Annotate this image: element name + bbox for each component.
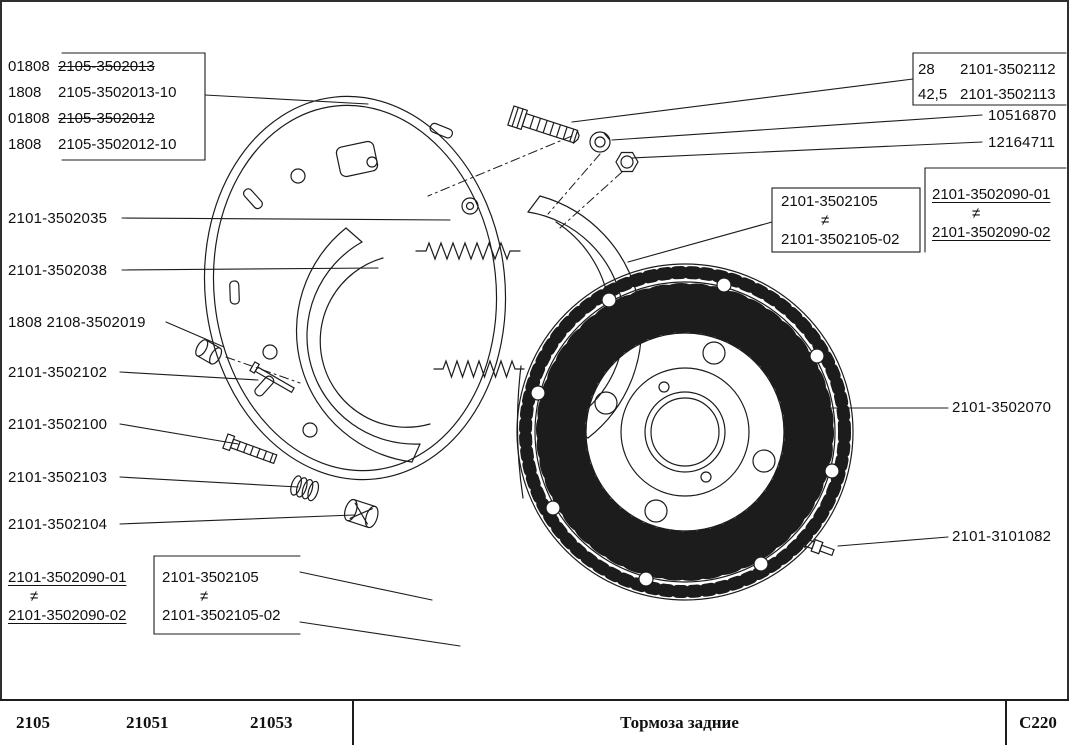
alt-group-3502105-right: 2101-3502105 ≠ 2101-3502105-02 bbox=[781, 192, 899, 249]
model-number: 21053 bbox=[250, 713, 293, 732]
label-2101-3502035: 2101-3502035 bbox=[8, 210, 108, 227]
label-2101-3502100: 2101-3502100 bbox=[8, 416, 108, 433]
part-row: 01808 2105-3502013 bbox=[8, 54, 176, 80]
part-number: 2101-3502105 bbox=[162, 569, 259, 586]
bleeder-valve-shape bbox=[796, 537, 835, 557]
label-2101-3502070: 2101-3502070 bbox=[952, 399, 1052, 416]
label-12164711: 12164711 bbox=[988, 134, 1056, 151]
part-number: 2105-3502012-10 bbox=[58, 136, 177, 153]
label-2101-3502038: 2101-3502038 bbox=[8, 262, 108, 279]
lower-return-spring-shape bbox=[433, 359, 525, 379]
qty-value: 1808 bbox=[8, 136, 42, 153]
brake-drum-shape bbox=[516, 263, 854, 601]
guide-pin-shape bbox=[249, 361, 295, 394]
qty-value: 1808 bbox=[8, 84, 42, 101]
footer-models-cell: 2105 21051 21053 bbox=[0, 701, 354, 745]
variants-block-top-left: 01808 2105-3502013 1808 2105-3502013-10 01… bbox=[8, 54, 176, 158]
model-number: 21051 bbox=[126, 713, 169, 732]
part-number: 2101-3502090-01 bbox=[8, 569, 127, 586]
part-number: 2105-3502013-10 bbox=[58, 84, 177, 101]
label-2101-3502103: 2101-3502103 bbox=[8, 469, 108, 486]
callout-brackets bbox=[61, 52, 1067, 635]
hold-down-spring-shape bbox=[290, 475, 320, 502]
part-row: 42,5 2101-3502113 bbox=[918, 82, 1056, 107]
footer-table: 2105 21051 21053 Тормоза задние C220 bbox=[0, 699, 1069, 745]
part-row: 1808 2105-3502012-10 bbox=[8, 132, 176, 158]
shoe-guide-bushing-shape bbox=[195, 339, 223, 365]
not-equal-sign: ≠ bbox=[30, 588, 39, 605]
page-title: Тормоза задние bbox=[354, 701, 1007, 745]
part-row: 1808 2105-3502013-10 bbox=[8, 80, 176, 106]
not-equal-sign: ≠ bbox=[200, 588, 209, 605]
label-2108-3502019: 1808 2108-3502019 bbox=[8, 314, 146, 331]
model-number: 2105 bbox=[16, 713, 50, 732]
part-number: 2101-3502105 bbox=[781, 193, 878, 210]
assembly-axis-lines bbox=[225, 135, 623, 384]
nut-shape bbox=[615, 151, 639, 173]
label-10516870: 10516870 bbox=[988, 107, 1057, 124]
hold-down-bolt-shape bbox=[222, 433, 278, 465]
not-equal-sign: ≠ bbox=[972, 205, 981, 222]
part-number: 2101-3502105-02 bbox=[162, 607, 281, 624]
qty-value: 28 bbox=[918, 61, 935, 78]
label-2101-3101082: 2101-3101082 bbox=[952, 528, 1052, 545]
page-code: C220 bbox=[1019, 713, 1057, 732]
part-number: 2101-3502105-02 bbox=[781, 231, 900, 248]
backing-plate-shape bbox=[203, 95, 507, 481]
qty-value: 01808 bbox=[8, 110, 50, 127]
part-number: 2101-3502090-02 bbox=[932, 224, 1051, 241]
leader-lines bbox=[119, 78, 983, 647]
alt-group-3502105-left: 2101-3502105 ≠ 2101-3502105-02 bbox=[162, 568, 280, 625]
part-number: 2105-3502012 bbox=[58, 110, 155, 127]
brake-shoes-shape bbox=[295, 195, 642, 463]
part-row: 01808 2105-3502012 bbox=[8, 106, 176, 132]
part-number: 2101-3502090-02 bbox=[8, 607, 127, 624]
qty-value: 01808 bbox=[8, 58, 50, 75]
part-number: 2101-3502113 bbox=[960, 86, 1056, 103]
part-number: 2105-3502013 bbox=[58, 58, 155, 75]
spring-cup-shape bbox=[343, 498, 379, 529]
qty-value: 42,5 bbox=[918, 86, 948, 103]
lock-washer-shape bbox=[589, 131, 611, 153]
mounting-bolt-shape bbox=[507, 105, 580, 144]
alt-group-3502090-right: 2101-3502090-01 ≠ 2101-3502090-02 bbox=[932, 185, 1050, 242]
part-row: 28 2101-3502112 bbox=[918, 57, 1056, 82]
alt-group-3502090-left: 2101-3502090-01 ≠ 2101-3502090-02 bbox=[8, 568, 126, 625]
part-number: 2101-3502112 bbox=[960, 61, 1056, 78]
label-2101-3502102: 2101-3502102 bbox=[8, 364, 108, 381]
part-number: 2101-3502090-01 bbox=[932, 186, 1051, 203]
variants-block-top-right: 28 2101-3502112 42,5 2101-3502113 bbox=[918, 57, 1056, 107]
not-equal-sign: ≠ bbox=[821, 212, 830, 229]
upper-return-spring-shape bbox=[415, 241, 521, 261]
label-2101-3502104: 2101-3502104 bbox=[8, 516, 108, 533]
